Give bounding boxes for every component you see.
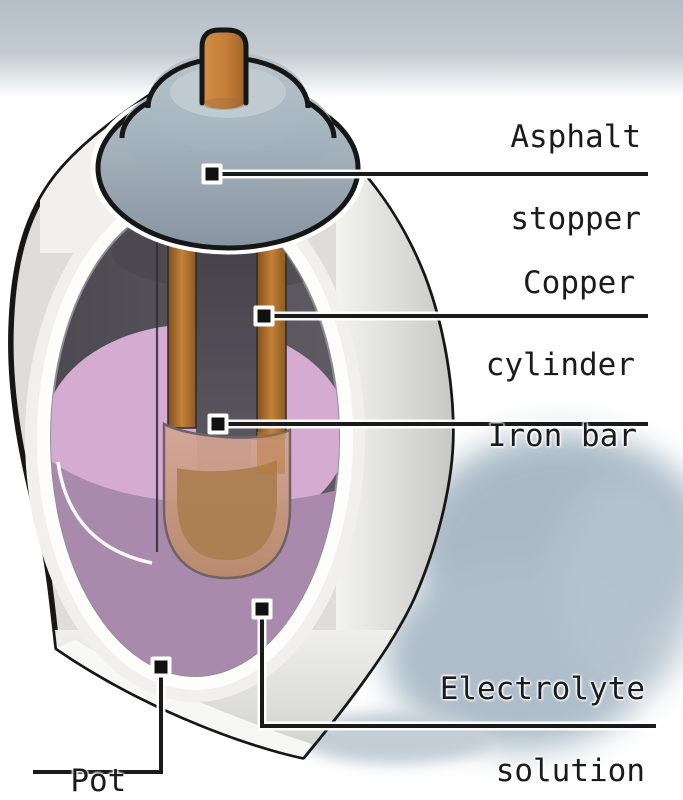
callout-line-electrolyte — [260, 609, 656, 728]
callout-dot-copper-cylinder — [253, 305, 275, 327]
callout-dot-iron-bar — [207, 413, 229, 435]
label-line: Pot — [70, 763, 127, 799]
asphalt-stopper-shape — [95, 52, 361, 251]
copper-cylinder-inner-bottom — [177, 460, 277, 560]
label-line: stopper — [510, 201, 641, 237]
label-pot: Pot — [33, 720, 126, 800]
label-asphalt-stopper: Asphalt stopper — [473, 76, 641, 240]
callout-dot-asphalt-stopper — [201, 163, 223, 185]
iron-bar-shape — [196, 244, 258, 440]
liquid-highlight — [56, 461, 153, 565]
label-copper-cylinder: Copper cylinder — [448, 222, 635, 386]
copper-cylinder-right-wall — [256, 243, 287, 439]
callout-lines — [33, 172, 656, 774]
label-line: cylinder — [485, 347, 635, 383]
copper-wall-underwater-glint — [257, 432, 285, 474]
label-iron-bar: Iron bar — [450, 375, 637, 457]
background-top-band — [0, 0, 683, 98]
callouts — [33, 163, 656, 777]
interior-contents — [51, 214, 339, 676]
label-line: Electrolyte — [439, 671, 645, 707]
copper-cylinder-left-wall — [167, 243, 197, 429]
callout-dots — [150, 163, 275, 678]
label-line: solution — [495, 753, 645, 789]
label-line: Copper — [523, 265, 635, 301]
pot-shadow — [385, 433, 683, 750]
label-line: Asphalt — [510, 119, 641, 155]
callout-dot-pot — [150, 656, 172, 678]
callout-dot-electrolyte — [251, 598, 273, 620]
callout-line-pot — [33, 667, 163, 774]
label-line: Iron bar — [487, 418, 637, 454]
copper-rod — [199, 27, 249, 110]
label-electrolyte-solution: Electrolyte solution — [402, 628, 645, 792]
